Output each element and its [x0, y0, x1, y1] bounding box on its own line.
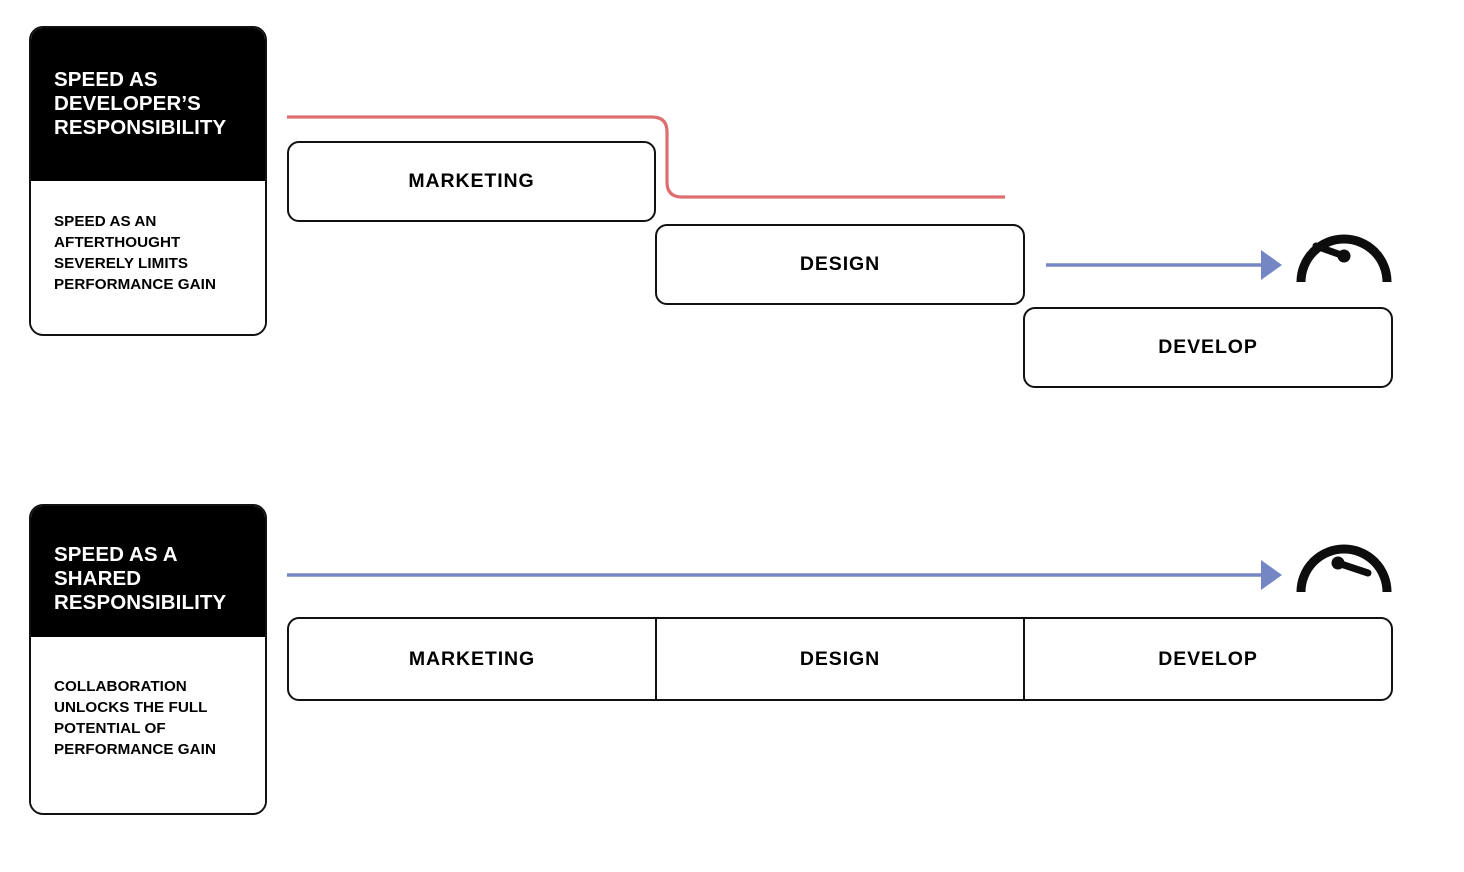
info-card-heading-text: SPEED AS DEVELOPER’S RESPONSIBILITY: [54, 68, 227, 139]
info-card-body: COLLABORATION UNLOCKS THE FULL POTENTIAL…: [31, 637, 265, 812]
stage-box-design-bottom[interactable]: DESIGN: [655, 619, 1023, 699]
info-card-body: SPEED AS AN AFTERTHOUGHT SEVERELY LIMITS…: [31, 181, 265, 333]
gauge-needle: [1331, 556, 1372, 577]
info-card-heading-text: SPEED AS A SHARED RESPONSIBILITY: [54, 543, 227, 614]
info-card-developer-responsibility: SPEED AS DEVELOPER’S RESPONSIBILITY SPEE…: [29, 26, 267, 336]
speedometer-icon-high: [1296, 510, 1392, 593]
stage-box-develop-top[interactable]: DEVELOP: [1023, 307, 1393, 388]
stage-box-marketing-top[interactable]: MARKETING: [287, 141, 656, 222]
gauge-arc: [1296, 234, 1392, 283]
stage-label-develop-top: DEVELOP: [1158, 336, 1258, 358]
gauge-arc: [1296, 544, 1392, 593]
stage-label-design-bottom: DESIGN: [799, 647, 881, 670]
stage-label-develop-bottom: DEVELOP: [1158, 647, 1258, 670]
flow-arrow-head-bottom: [1261, 560, 1282, 590]
stage-box-marketing-bottom[interactable]: MARKETING: [289, 619, 655, 699]
info-card-shared-responsibility: SPEED AS A SHARED RESPONSIBILITY COLLABO…: [29, 504, 267, 815]
info-card-header: SPEED AS A SHARED RESPONSIBILITY: [31, 506, 265, 637]
stage-label-marketing-bottom: MARKETING: [408, 647, 536, 670]
flow-arrow-bottom: [287, 560, 1282, 590]
speedometer-icon-low: [1296, 200, 1392, 283]
gauge-needle: [1312, 242, 1351, 263]
stage-bar-shared: MARKETING DESIGN DEVELOP: [287, 617, 1393, 701]
flow-arrow-top: [1046, 250, 1282, 280]
info-card-body-text: SPEED AS AN AFTERTHOUGHT SEVERELY LIMITS…: [54, 213, 216, 293]
stage-label-design-top: DESIGN: [799, 253, 881, 275]
info-card-header: SPEED AS DEVELOPER’S RESPONSIBILITY: [31, 28, 265, 181]
stage-box-design-top[interactable]: DESIGN: [655, 224, 1025, 305]
stage-label-marketing-top: MARKETING: [408, 170, 535, 192]
gauge-ticks: [1296, 510, 1392, 561]
stage-box-develop-bottom[interactable]: DEVELOP: [1023, 619, 1391, 699]
info-card-body-text: COLLABORATION UNLOCKS THE FULL POTENTIAL…: [54, 678, 216, 758]
flow-arrow-head-top: [1261, 250, 1282, 280]
gauge-ticks: [1296, 200, 1392, 251]
